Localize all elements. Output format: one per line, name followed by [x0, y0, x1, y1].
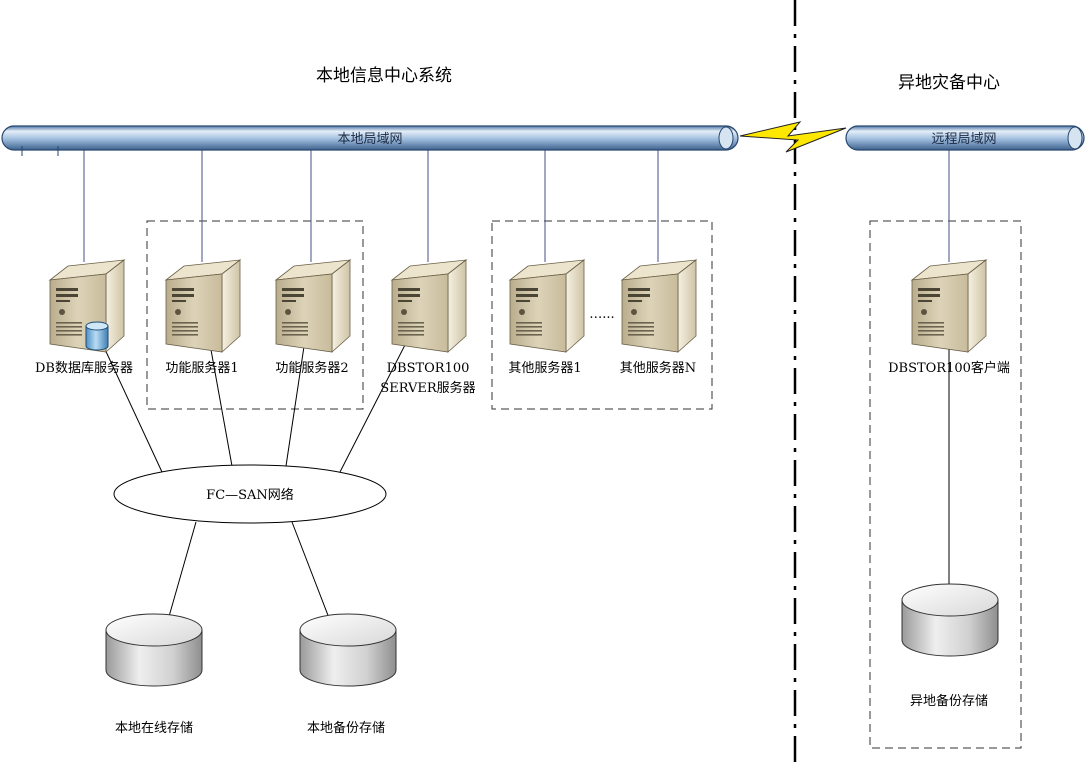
server-icon	[275, 259, 351, 353]
dbstor-client: DBSTOR100客户端	[888, 259, 1010, 376]
dbstor-server: DBSTOR100 SERVER服务器	[380, 259, 476, 396]
disk-storage-icon	[299, 613, 397, 687]
remote-client-group-box	[869, 220, 1022, 749]
remote-lan-pipe: 远程局域网	[845, 125, 1085, 151]
local-lan-pipe: 本地局域网	[1, 125, 739, 151]
other-server-1-label: 其他服务器1	[508, 360, 581, 376]
other-server-n: 其他服务器N	[620, 259, 697, 376]
func-server-2-label: 功能服务器2	[275, 360, 348, 376]
server-icon	[165, 259, 241, 353]
functional-servers-group-box	[146, 220, 364, 410]
other-server-n-label: 其他服务器N	[620, 360, 696, 376]
server-ellipsis: …...	[589, 307, 614, 322]
fc-san-label: FC—SAN网络	[206, 487, 294, 503]
san-links	[95, 299, 950, 663]
fc-san-network: FC—SAN网络	[113, 464, 387, 524]
db-server: DB数据库服务器	[35, 259, 133, 376]
local-site-title: 本地信息中心系统	[316, 66, 452, 86]
disk-storage-icon	[105, 613, 203, 687]
func-server-1: 功能服务器1	[165, 259, 241, 376]
func-server-1-label: 功能服务器1	[165, 360, 238, 376]
remote-backup-storage: 异地备份存储	[901, 583, 999, 709]
local-online-storage: 本地在线存储	[105, 613, 203, 736]
other-servers-group-box	[491, 220, 713, 410]
local-online-storage-label: 本地在线存储	[115, 721, 193, 736]
remote-lan-label: 远程局域网	[931, 132, 996, 147]
disk-storage-icon	[901, 583, 999, 657]
dbstor-server-label-line2: SERVER服务器	[380, 380, 475, 396]
local-lan-label: 本地局域网	[337, 132, 402, 147]
database-cylinder-icon	[85, 321, 109, 351]
server-icon	[509, 259, 585, 353]
remote-backup-storage-label: 异地备份存储	[910, 693, 988, 709]
dbstor-client-label: DBSTOR100客户端	[888, 360, 1010, 376]
server-icon	[911, 259, 987, 353]
local-backup-storage-label: 本地备份存储	[307, 720, 385, 736]
lan-drop-lines	[83, 150, 950, 262]
server-icon	[621, 259, 697, 353]
db-server-label: DB数据库服务器	[35, 360, 133, 376]
remote-site-title: 异地灾备中心	[898, 73, 1000, 93]
local-backup-storage: 本地备份存储	[299, 613, 397, 736]
func-server-2: 功能服务器2	[275, 259, 351, 376]
dbstor-server-label-line1: DBSTOR100	[387, 361, 470, 376]
server-icon	[391, 259, 467, 353]
other-server-1: 其他服务器1	[508, 259, 585, 376]
lightning-icon	[739, 121, 847, 153]
